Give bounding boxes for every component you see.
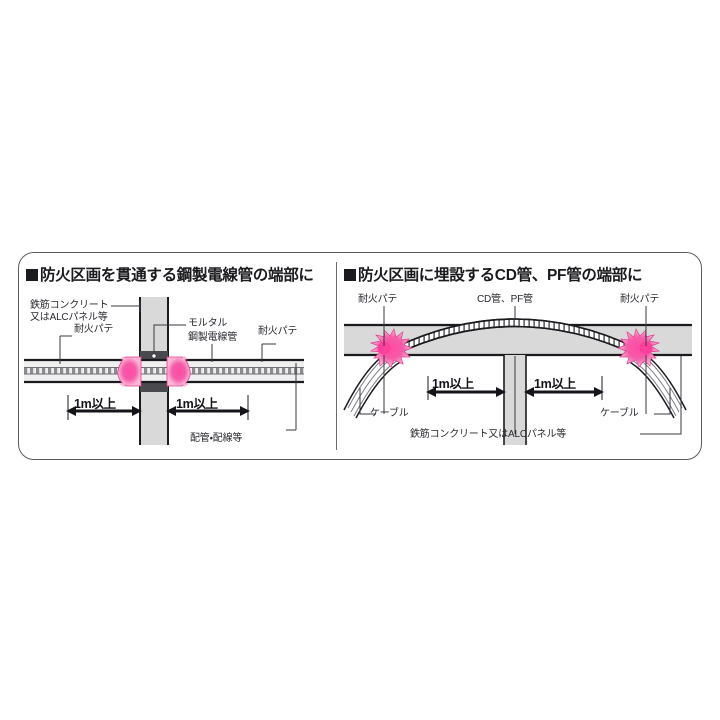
left-putty-right — [166, 356, 191, 387]
label-putty-left: 耐火パテ — [74, 324, 114, 335]
label-putty-right-right-panel: 耐火パテ — [620, 294, 660, 305]
right-putty-left — [369, 328, 413, 368]
left-dimension-arrows — [66, 395, 250, 420]
panel-heading-steel-conduit-text: 防火区画を貫通する鋼製電線管の端部に — [40, 267, 314, 284]
bullet-square-icon — [344, 269, 356, 281]
dimension-right-1m: 1m以上 — [176, 397, 218, 411]
label-cd-pf-pipe: CD管、PF管 — [477, 294, 533, 305]
left-putty-left — [117, 356, 142, 387]
panel-heading-steel-conduit: 防火区画を貫通する鋼製電線管の端部に — [26, 268, 314, 284]
right-putty-right — [617, 328, 661, 368]
label-slab-material: 鉄筋コンクリート又はALCパネル等 — [410, 429, 567, 440]
panel-heading-cd-pf-pipe: 防火区画に埋設するCD管、PF管の端部に — [344, 267, 643, 284]
label-putty-right: 耐火パテ — [258, 326, 298, 337]
bullet-square-icon — [26, 269, 38, 281]
label-cable-right: ケーブル — [600, 408, 639, 419]
panel-divider — [336, 262, 338, 450]
label-cable-left: ケーブル — [370, 408, 409, 419]
label-wall-material: 鉄筋コンクリート 又はALCパネル等 — [30, 300, 109, 323]
label-mortar: モルタル — [188, 318, 228, 329]
right-dimension-left-1m: 1m以上 — [432, 377, 474, 391]
steel-conduit-body — [24, 358, 304, 384]
left-leader-lines — [59, 301, 297, 431]
label-putty-left-right-panel: 耐火パテ — [358, 294, 398, 305]
right-leader-lines — [359, 306, 682, 435]
panel-heading-cd-pf-pipe-text: 防火区画に埋設するCD管、PF管の端部に — [358, 267, 643, 284]
label-piping: 配管・配線等 — [190, 433, 243, 444]
label-steel-conduit: 鋼製電線管 — [188, 332, 237, 343]
dimension-left-1m: 1m以上 — [74, 397, 116, 411]
right-dimension-arrows — [426, 360, 604, 400]
right-dimension-right-1m: 1m以上 — [534, 377, 576, 391]
